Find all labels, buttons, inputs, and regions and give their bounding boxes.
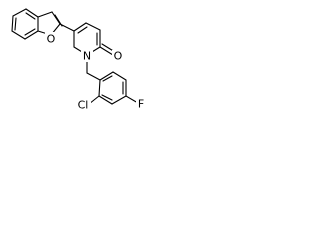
nitrogen-label: N (83, 50, 91, 63)
carbonyl-oxygen-label: O (114, 50, 123, 63)
benzofuran-benzene-ring (11, 8, 39, 40)
structure-drawing: O O N Cl F (11, 8, 146, 112)
atom-carbonyl-oxygen: O (112, 50, 124, 63)
fluorine-label: F (138, 98, 144, 111)
atom-chlorine: Cl (74, 98, 91, 112)
chlorofluorophenyl-ring (98, 71, 127, 105)
atom-ring-oxygen: O (45, 32, 57, 46)
methylene-aryl-bond (86, 72, 101, 81)
atom-nitrogen: N (81, 50, 93, 63)
ring-oxygen-label: O (47, 33, 56, 46)
pyridinone-ring (73, 22, 101, 56)
chlorine-label: Cl (78, 99, 89, 112)
atom-fluorine: F (136, 98, 146, 111)
linker-bond (59, 23, 75, 32)
molecule-diagram: O O N Cl F (0, 0, 176, 136)
